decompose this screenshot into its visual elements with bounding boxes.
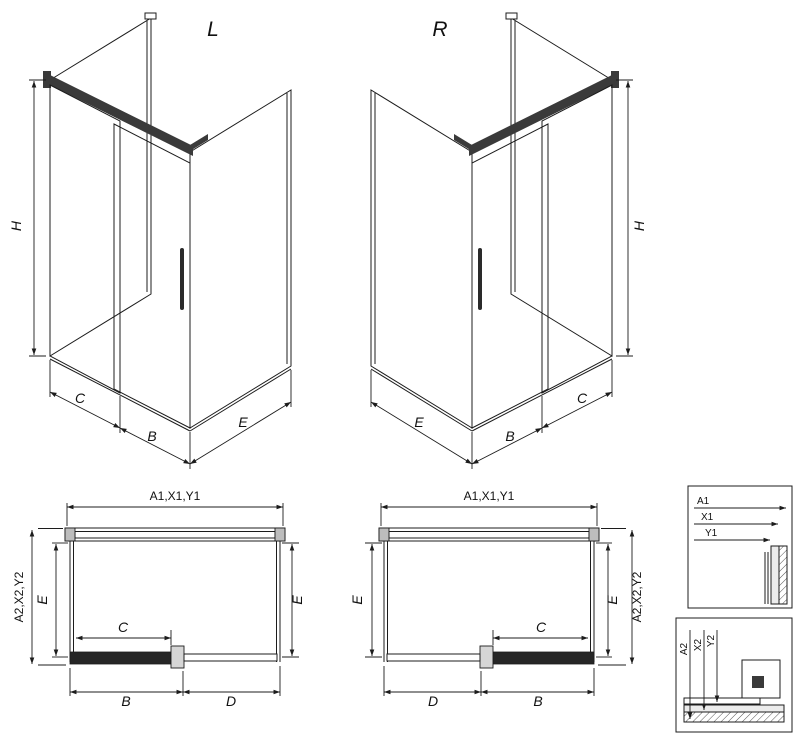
track-end-profile [170, 645, 185, 669]
plan-view-right [365, 503, 632, 696]
iso-enclosure-left [29, 12, 292, 469]
plan-left-dim-a2: A2,X2,Y2 [12, 571, 26, 622]
plan-left-dim-e-left: E [34, 595, 50, 605]
iso-right-dim-h: H [631, 220, 647, 231]
detail-label-x1: X1 [701, 512, 714, 523]
plan-right-dim-d: D [428, 693, 438, 709]
plan-right-dim-e-right: E [604, 595, 620, 605]
sliding-door [113, 123, 191, 429]
iso-left-dim-b: B [147, 428, 156, 444]
detail-label-y1: Y1 [705, 528, 718, 539]
plan-left-dim-b: B [121, 693, 130, 709]
iso-right-dim-c: C [577, 390, 588, 406]
plan-left-dim-d: D [226, 693, 236, 709]
plan-view-left [29, 503, 299, 696]
plan-right-dim-a2: A2,X2,Y2 [630, 571, 644, 622]
plan-right-dim-c: C [536, 619, 547, 635]
iso-left-title: L [207, 18, 219, 41]
wall-profile-hatched [778, 545, 788, 605]
left-side-panel [49, 12, 157, 357]
detail-label-a2: A2 [679, 642, 690, 655]
side-walls [69, 541, 281, 662]
detail-width-section: A1 X1 Y1 [687, 485, 793, 609]
bottom-rails [49, 358, 292, 432]
top-track [43, 71, 208, 156]
detail-depth-section: A2 X2 Y2 [675, 617, 793, 733]
floor-hatched [683, 711, 785, 723]
plan-left-dim-e-right: E [289, 595, 305, 605]
detail-label-x2: X2 [693, 638, 704, 651]
detail-depth-dim-lines [687, 630, 720, 719]
aluminium-profile [770, 545, 780, 605]
iso-right-dim-b: B [505, 428, 514, 444]
plan-right-dim-e-left: E [349, 595, 365, 605]
floor-profile [683, 704, 785, 713]
iso-right-title: R [432, 18, 447, 41]
iso-left-dim-c: C [75, 390, 86, 406]
fixed-glass-panel [49, 84, 121, 394]
plan-dimension-lines [29, 503, 299, 696]
iso-dimension-lines [29, 79, 292, 469]
glass-horizontal [683, 697, 761, 705]
plan-right-dim-b: B [533, 693, 542, 709]
detail-label-a1: A1 [697, 496, 710, 507]
detail-label-y2: Y2 [706, 634, 717, 647]
plan-left-dim-c: C [118, 619, 129, 635]
door-track-bar [69, 651, 181, 665]
roller-block [752, 676, 764, 688]
plan-left-dim-a1: A1,X1,Y1 [150, 489, 201, 503]
fixed-panel-bar [183, 653, 278, 662]
detail-width-dim-lines [694, 505, 786, 543]
iso-enclosure-right [371, 13, 633, 469]
plan-right-dim-a1: A1,X1,Y1 [464, 489, 515, 503]
back-wall-bar [64, 527, 286, 542]
iso-left-dim-h: H [8, 220, 24, 231]
iso-left-dim-e: E [238, 414, 248, 430]
iso-right-dim-e: E [414, 414, 424, 430]
